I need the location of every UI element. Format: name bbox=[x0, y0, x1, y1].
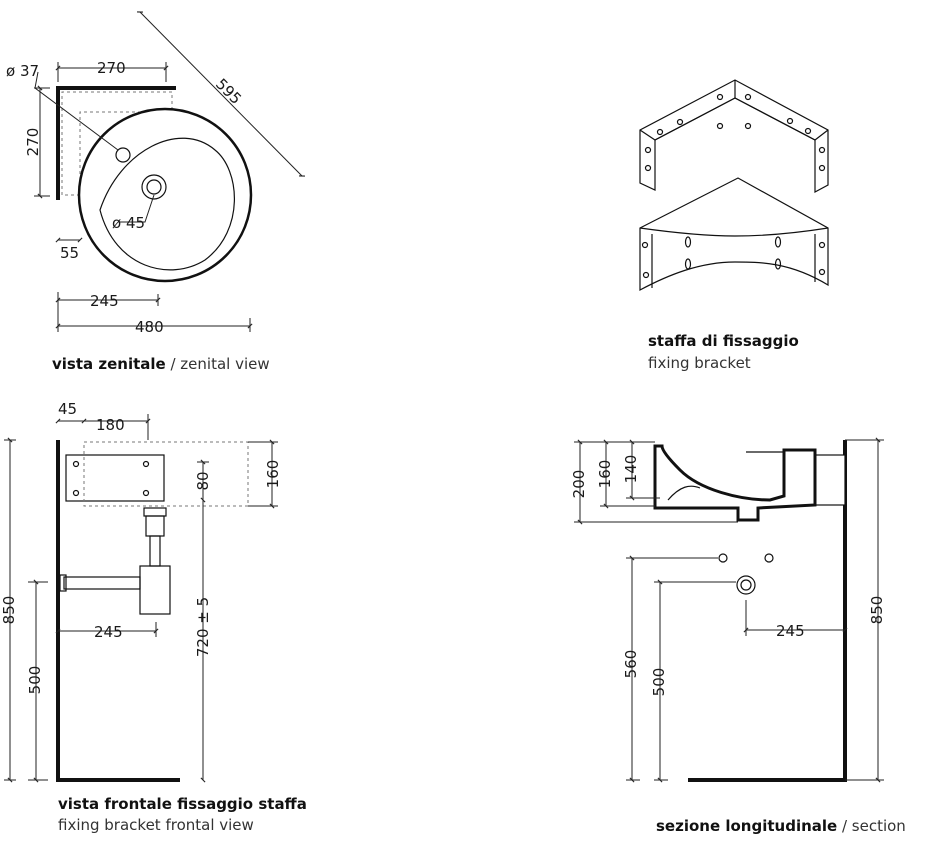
dim-overall-480: 480 bbox=[135, 318, 164, 336]
siphon-trap bbox=[59, 507, 171, 615]
bracket-upper bbox=[639, 79, 829, 194]
basin-outer bbox=[77, 107, 253, 283]
section-view: 200 160 140 560 500 245 850 sezione long… bbox=[570, 437, 906, 835]
caption-section: sezione longitudinale / section bbox=[656, 817, 906, 835]
wall-floor-front bbox=[56, 440, 180, 782]
dim-section-850: 850 bbox=[868, 596, 886, 625]
dim-offset-55: 55 bbox=[60, 244, 79, 262]
basin-section bbox=[653, 444, 817, 522]
dim-section-160: 160 bbox=[596, 460, 614, 489]
dim-drain-diameter: ø 45 bbox=[112, 214, 145, 232]
dim-section-140: 140 bbox=[622, 455, 640, 484]
dim-front-720: 720 ± 5 bbox=[194, 597, 212, 657]
dim-diagonal-595: 595 bbox=[212, 75, 245, 108]
bracket-plate-front bbox=[65, 454, 165, 502]
dim-section-200: 200 bbox=[570, 470, 588, 499]
bracket-plate-section bbox=[814, 454, 846, 506]
wall-corner bbox=[56, 86, 176, 200]
fixing-bracket-3d: staffa di fissaggio fixing bracket bbox=[639, 79, 829, 372]
overflow-hole bbox=[115, 147, 131, 163]
zenital-view: ø 37 270 270 595 ø 45 55 245 480 vista z… bbox=[6, 11, 305, 373]
caption-frontal-en: fixing bracket frontal view bbox=[58, 816, 254, 834]
caption-zenital: vista zenitale / zenital view bbox=[52, 355, 270, 373]
dim-front-180: 180 bbox=[96, 416, 125, 434]
dim-front-80: 80 bbox=[194, 471, 212, 490]
dim-front-245: 245 bbox=[94, 623, 123, 641]
bracket-lower bbox=[639, 177, 829, 292]
caption-bracket-en: fixing bracket bbox=[648, 354, 751, 372]
dim-section-500: 500 bbox=[650, 668, 668, 697]
dim-front-850: 850 bbox=[0, 596, 18, 625]
dim-top-height-270: 270 bbox=[24, 128, 42, 157]
caption-frontal-it: vista frontale fissaggio staffa bbox=[58, 795, 307, 813]
dim-drain-offset-245: 245 bbox=[90, 292, 119, 310]
dim-front-45: 45 bbox=[58, 400, 77, 418]
dim-front-160: 160 bbox=[264, 460, 282, 489]
dim-overflow-diameter: ø 37 bbox=[6, 62, 39, 80]
frontal-view: 45 180 160 80 720 ± 5 850 500 245 vista … bbox=[0, 400, 307, 834]
dim-section-245: 245 bbox=[776, 622, 805, 640]
dim-front-500: 500 bbox=[26, 666, 44, 695]
dim-top-width-270: 270 bbox=[97, 59, 126, 77]
drain-hole-inner bbox=[146, 179, 162, 195]
caption-bracket-it: staffa di fissaggio bbox=[648, 332, 799, 350]
dim-section-560: 560 bbox=[622, 650, 640, 679]
